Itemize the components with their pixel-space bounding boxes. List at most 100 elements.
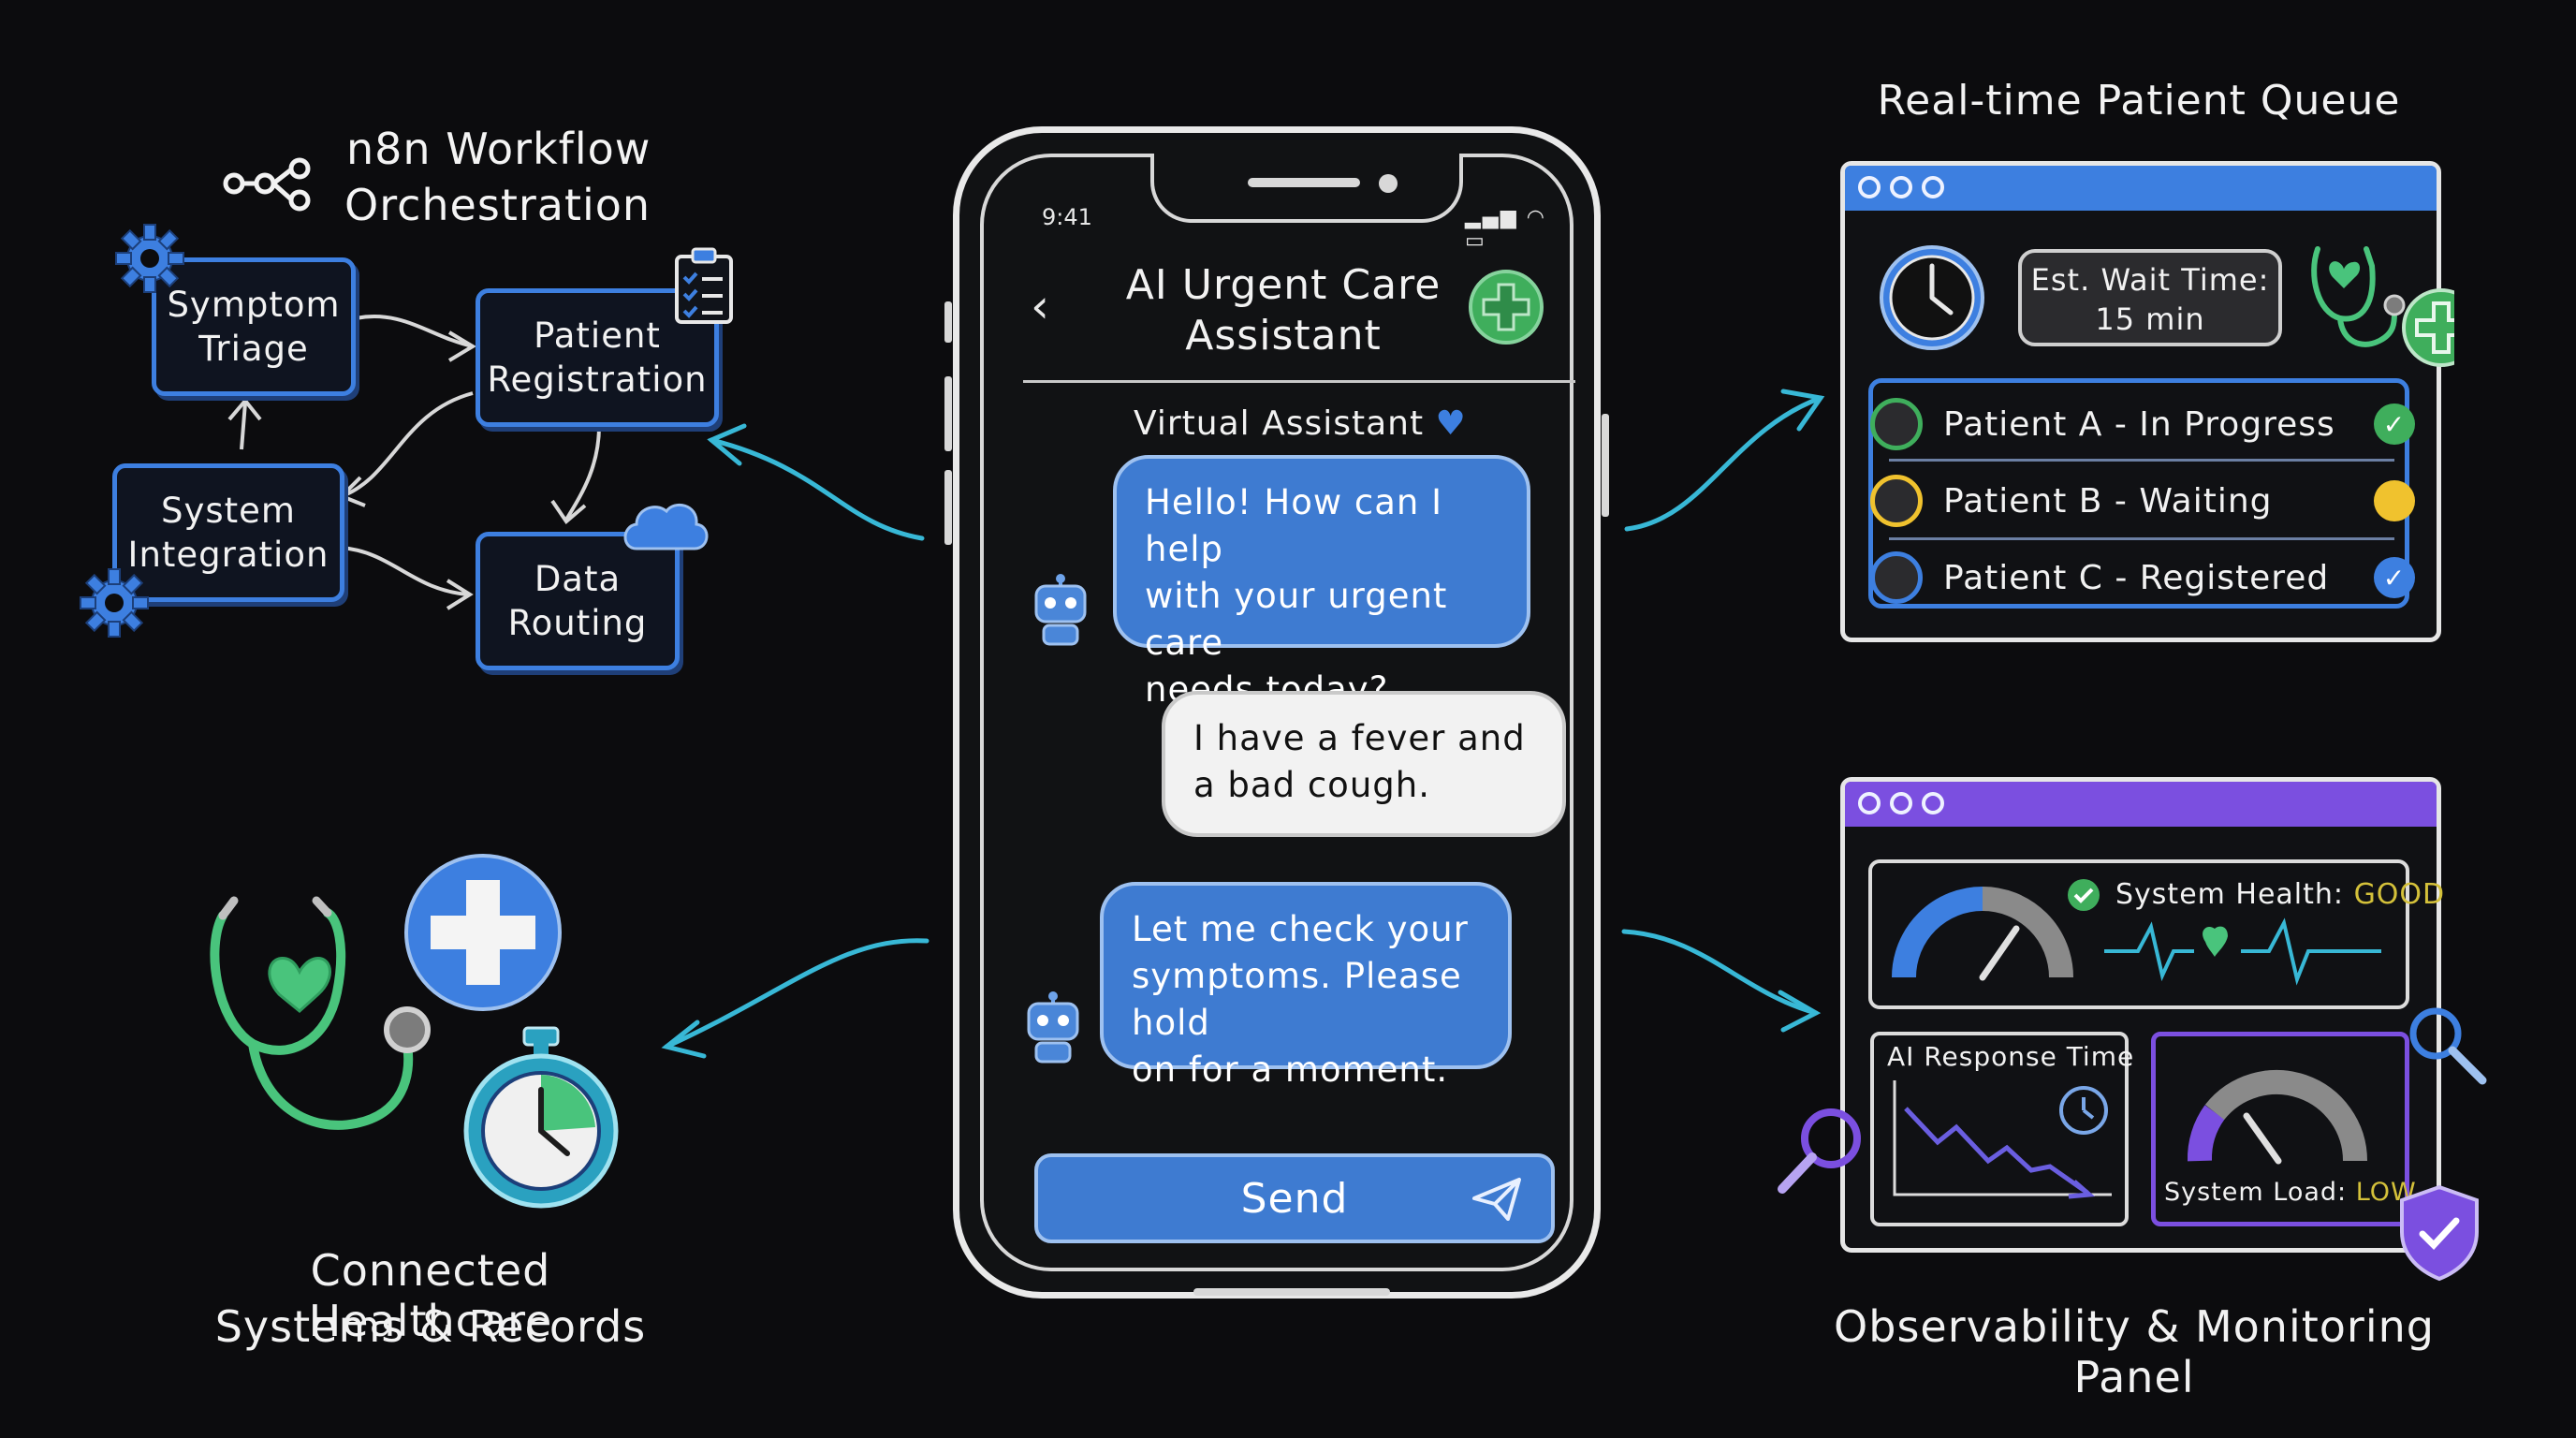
message-line: with your urgent care bbox=[1145, 576, 1448, 663]
queue-window bbox=[1840, 161, 2441, 642]
patient-avatar-icon bbox=[1870, 398, 1923, 450]
node-symptom-triage[interactable]: Symptom Triage bbox=[152, 257, 356, 396]
node-label: Triage bbox=[198, 329, 309, 369]
connector-phone-to-healthcare bbox=[664, 938, 929, 1049]
window-dot bbox=[1922, 176, 1944, 198]
window-dot bbox=[1890, 176, 1912, 198]
load-label: System Load: bbox=[2164, 1178, 2356, 1207]
healthcare-caption-line2: Systems & Records bbox=[214, 1301, 647, 1352]
status-check-icon: ✓ bbox=[2374, 557, 2415, 598]
status-dot-icon bbox=[2374, 480, 2415, 521]
patient-row[interactable]: Patient A - In Progress✓ bbox=[1870, 391, 2415, 457]
window-dot bbox=[1858, 176, 1881, 198]
chat-bubble-user: I have a fever and a bad cough. bbox=[1162, 691, 1566, 837]
window-title-bar bbox=[1845, 166, 2437, 211]
status-time: 9:41 bbox=[1042, 204, 1092, 230]
clock-icon bbox=[1880, 245, 1984, 350]
status-check-icon: ✓ bbox=[2374, 404, 2415, 445]
clipboard-checklist-icon bbox=[675, 247, 733, 324]
status-icons: ▂▄▆ ◠ ▭ bbox=[1465, 206, 1546, 253]
message-line: I have a fever and bbox=[1193, 718, 1526, 758]
connector-phone-to-queue bbox=[1624, 395, 1823, 532]
chat-header-title: AI Urgent Care Assistant bbox=[1115, 260, 1452, 361]
arrow-integration-to-triage bbox=[240, 402, 247, 450]
patient-row[interactable]: Patient B - Waiting bbox=[1870, 468, 2415, 534]
power-button bbox=[1602, 414, 1609, 517]
patient-row[interactable]: Patient C - Registered ✓ bbox=[1870, 545, 2415, 610]
send-button[interactable]: Send bbox=[1034, 1153, 1555, 1243]
mute-switch bbox=[944, 301, 952, 343]
heartbeat-line bbox=[2104, 917, 2381, 986]
system-load-gauge bbox=[2187, 1069, 2367, 1165]
camera-icon bbox=[1379, 174, 1398, 193]
shield-check-icon bbox=[2400, 1184, 2479, 1282]
monitor-window bbox=[1840, 777, 2441, 1253]
node-label: Integration bbox=[127, 535, 329, 575]
queue-title: Real-time Patient Queue bbox=[1877, 77, 2401, 125]
paper-plane-icon bbox=[1472, 1178, 1521, 1221]
robot-icon bbox=[1027, 991, 1079, 1064]
cloud-icon bbox=[623, 503, 709, 550]
stethoscope-icon bbox=[2311, 246, 2454, 367]
medical-cross-icon bbox=[1469, 270, 1544, 345]
monitor-title: Observability & Monitoring Panel bbox=[1834, 1301, 2435, 1402]
heart-icon: ♥ bbox=[1435, 404, 1467, 443]
message-line: on for a moment. bbox=[1132, 1049, 1449, 1090]
speaker-grille bbox=[1248, 178, 1360, 187]
arrow-registration-to-routing bbox=[564, 425, 601, 521]
stethoscope-icon bbox=[210, 896, 431, 1130]
chat-header-line2: Assistant bbox=[1185, 312, 1382, 360]
node-label: Routing bbox=[507, 603, 648, 643]
connector-phone-to-monitor bbox=[1621, 929, 1819, 1016]
phone-frame: 9:41 ▂▄▆ ◠ ▭ ‹ AI Urgent Care Assistant … bbox=[944, 126, 1609, 1299]
medical-cross-icon bbox=[404, 854, 562, 1011]
back-chevron-icon[interactable]: ‹ bbox=[1031, 279, 1049, 333]
workflow-nodes-icon bbox=[223, 157, 311, 212]
wait-value: 15 min bbox=[2095, 301, 2205, 337]
wait-time-badge: Est. Wait Time: 15 min bbox=[2018, 249, 2282, 346]
message-line: Hello! How can I help bbox=[1145, 482, 1442, 569]
phone-screen: 9:41 ▂▄▆ ◠ ▭ ‹ AI Urgent Care Assistant … bbox=[980, 154, 1575, 1296]
node-label: Registration bbox=[487, 360, 708, 400]
health-card bbox=[1868, 859, 2409, 1009]
assistant-label-text: Virtual Assistant bbox=[1134, 404, 1425, 443]
workflow-title-line1: n8n Workflow bbox=[346, 124, 651, 174]
chat-header-line1: AI Urgent Care bbox=[1125, 261, 1442, 309]
system-load-card bbox=[2151, 1032, 2409, 1226]
response-time-label: AI Response Time bbox=[1887, 1041, 2135, 1072]
home-indicator bbox=[1193, 1288, 1390, 1296]
assistant-label: Virtual Assistant ♥ bbox=[1134, 404, 1467, 443]
workflow-title-line2: Orchestration bbox=[344, 180, 651, 230]
volume-button bbox=[944, 376, 952, 451]
gear-icon bbox=[80, 568, 149, 638]
wait-label: Est. Wait Time: bbox=[2030, 262, 2270, 298]
node-label: System bbox=[161, 491, 296, 531]
message-line: symptoms. Please hold bbox=[1132, 956, 1462, 1043]
chat-bubble-bot: Let me check your symptoms. Please hold … bbox=[1100, 882, 1512, 1090]
patient-label: Patient C - Registered bbox=[1943, 558, 2330, 597]
message-line: a bad cough. bbox=[1193, 765, 1430, 805]
node-data-routing[interactable]: Data Routing bbox=[476, 532, 680, 670]
health-status: System Health: GOOD bbox=[2115, 878, 2445, 911]
health-gauge bbox=[1892, 887, 2073, 981]
volume-button bbox=[944, 470, 952, 545]
row-divider bbox=[1889, 459, 2394, 462]
magnifier-icon bbox=[1778, 1108, 1861, 1194]
header-divider bbox=[1023, 380, 1575, 383]
healthcare-caption-line1: Connected Healthcare bbox=[308, 1245, 553, 1346]
response-time-chart bbox=[1893, 1080, 2112, 1199]
response-time-card bbox=[1870, 1032, 2129, 1226]
send-label: Send bbox=[1240, 1174, 1349, 1223]
check-circle-icon bbox=[2068, 879, 2100, 911]
arrow-integration-to-routing bbox=[341, 546, 469, 596]
node-label: Symptom bbox=[167, 285, 341, 325]
window-dot bbox=[1858, 792, 1881, 814]
node-label: Data bbox=[534, 559, 622, 599]
window-dot bbox=[1922, 792, 1944, 814]
node-system-integration[interactable]: System Integration bbox=[112, 463, 344, 602]
message-line: Let me check your bbox=[1132, 909, 1469, 949]
node-label: Patient bbox=[534, 315, 661, 356]
magnifier-icon bbox=[2409, 1007, 2487, 1085]
health-label: System Health: bbox=[2115, 878, 2354, 911]
